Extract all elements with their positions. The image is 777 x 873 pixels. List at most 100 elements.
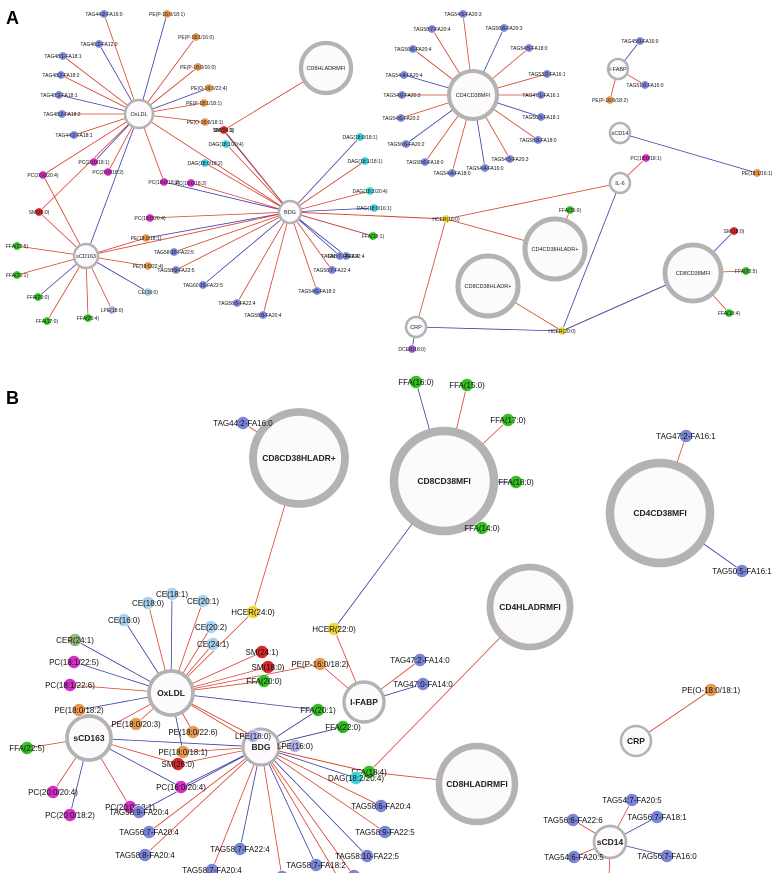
hub-node-i-fabp[interactable]: I-FABP (342, 680, 386, 724)
hub-node-cd8cd38mfi[interactable]: CD8CD38MFI (662, 242, 724, 304)
leaf-node-tag58-7-fa18-2[interactable]: TAG58:7-FA18:2 (286, 858, 346, 872)
leaf-node-pc-18-1-22-6[interactable]: PC(18:1/22:6) (45, 678, 95, 692)
leaf-node-pe-o-16-0-18-1[interactable]: PE(O-16:0/18:1) (187, 117, 224, 127)
leaf-node-tag56-6-fa20-3[interactable]: TAG56:6-FA20:3 (485, 23, 523, 33)
hub-node-cd4cd38hladr[interactable]: CD4CD38HLADR+ (522, 216, 588, 282)
leaf-node-ce-20-2[interactable]: CE(20:2) (195, 620, 227, 634)
hub-node-cd4cd38mfi[interactable]: CD4CD38MFI (446, 68, 500, 122)
leaf-node-sm-24-1[interactable]: SM(24:1) (246, 645, 279, 659)
leaf-node-hcer-20-0[interactable]: HCER(20:0) (548, 326, 576, 336)
leaf-node-sm-24-1[interactable]: SM(24:1) (214, 125, 235, 135)
leaf-node-ce-18-0[interactable]: CE(18:0) (132, 596, 164, 610)
leaf-node-tag60-10-fa22-5[interactable]: TAG60:10-FA22:5 (250, 870, 314, 873)
leaf-node-dag-18-1-18-1[interactable]: DAG(18:1/18:1) (347, 156, 383, 166)
leaf-node-tag54-4-fa16-0[interactable]: TAG54:4-FA16:0 (466, 163, 504, 173)
hub-node-bdg[interactable]: BDG (277, 199, 303, 225)
leaf-node-tag51-0-fa16-0[interactable]: TAG51:0-FA16:0 (626, 80, 664, 90)
leaf-node-tag46-2-fa12-0[interactable]: TAG46:2-FA12:0 (80, 39, 118, 49)
leaf-node-dag-18-0-16-1[interactable]: DAG(18:0/16:1) (356, 203, 392, 213)
leaf-node-ffa-18-1[interactable]: FFA(18:1) (362, 231, 385, 241)
leaf-node-tag56-6-fa20-4[interactable]: TAG56:6-FA20:4 (394, 44, 432, 54)
leaf-node-tag54-7-fa20-5[interactable]: TAG54:7-FA20:5 (602, 793, 662, 807)
hub-node-oxldl[interactable]: OxLDL (123, 98, 155, 130)
leaf-node-tag45-0-fa16-0[interactable]: TAG45:0-FA16:0 (621, 36, 659, 46)
leaf-node-lpe-16-0[interactable]: LPE(16:0) (277, 739, 313, 753)
leaf-node-hcer-24-0[interactable]: HCER(24:0) (231, 605, 275, 619)
leaf-node-pe-o-18-0-18-1[interactable]: PE(O-18:0/18:1) (682, 683, 741, 697)
leaf-node-dag-18-0-18-2[interactable]: DAG(18:0/18:2) (187, 158, 223, 168)
leaf-node-tag54-4-fa20-4[interactable]: TAG54:4-FA20:4 (385, 70, 423, 80)
leaf-node-pe-p-16-0-18-2[interactable]: PE(P-16:0/18:2) (592, 95, 628, 105)
hub-node-cd8cd38hladr[interactable]: CD8CD38HLADR+ (455, 253, 521, 319)
hub-node-scd14[interactable]: sCD14 (592, 824, 628, 860)
leaf-node-tag47-0-fa14-0[interactable]: TAG47:0-FA14:0 (393, 677, 453, 691)
leaf-node-tag58-9-fa22-5[interactable]: TAG58:9-FA22:5 (157, 265, 195, 275)
leaf-node-pe-18-0-22-6[interactable]: PE(18:0/22:6) (168, 725, 218, 739)
leaf-node-pe-18-0-18-1[interactable]: PE(18:0/18:1) (158, 745, 208, 759)
leaf-node-tag44-2-fa16-0[interactable]: TAG44:2-FA16:0 (85, 9, 123, 19)
hub-node-cd8cd38mfi[interactable]: CD8CD38MFI (389, 426, 499, 536)
leaf-node-ffa-18-4[interactable]: FFA(18:4) (351, 765, 387, 779)
leaf-node-tag58-7-fa20-4[interactable]: TAG58:7-FA20:4 (413, 24, 451, 34)
leaf-node-ffa-18-0[interactable]: FFA(18:0) (498, 475, 534, 489)
leaf-node-dag-18-2-20-4[interactable]: DAG(18:2/20:4) (328, 771, 384, 785)
leaf-node-tag56-6-fa22-4[interactable]: TAG56:6-FA22:4 (218, 298, 256, 308)
leaf-node-tag56-5-fa18-1[interactable]: TAG56:5-FA18:1 (522, 112, 560, 122)
leaf-node-sm-26-0[interactable]: SM(26:0) (162, 757, 195, 771)
leaf-node-tag56-7-fa22-4[interactable]: TAG56:7-FA22:4 (313, 265, 351, 275)
hub-node-oxldl[interactable]: OxLDL (147, 669, 195, 717)
leaf-node-tag50-5-fa16-1[interactable]: TAG50:5-FA16:1 (712, 564, 772, 578)
leaf-node-tag58-7-fa22-4[interactable]: TAG58:7-FA22:4 (321, 251, 359, 261)
leaf-node-ffa-20-0[interactable]: FFA(20:0) (246, 674, 282, 688)
leaf-node-ffa-22-5[interactable]: FFA(22:5) (9, 741, 45, 755)
leaf-node-tag58-10-fa22-5[interactable]: TAG58:10-FA22:5 (154, 247, 194, 257)
leaf-node-pe-p-16-0-18-2[interactable]: PE(P-16:0/18:2) (291, 657, 349, 671)
leaf-node-ce-16-0[interactable]: CE(16:0) (108, 613, 140, 627)
leaf-node-tag54-5-fa18-0[interactable]: TAG54:5-FA18:0 (510, 43, 548, 53)
leaf-node-pc-16-0-20-4[interactable]: PC(16:0/20:4) (156, 780, 206, 794)
leaf-node-ffa-22-5[interactable]: FFA(22:5) (6, 241, 29, 251)
leaf-node-tag54-6-fa20-3[interactable]: TAG54:6-FA20:3 (383, 90, 421, 100)
leaf-node-cer-24-1[interactable]: CER(24:1) (56, 633, 94, 647)
leaf-node-lpe-18-0[interactable]: LPE(18:0) (235, 729, 271, 743)
leaf-node-pe-18-0-20-3[interactable]: PE(18:0/20:3) (111, 717, 161, 731)
hub-node-cd8cd38hladr[interactable]: CD8CD38HLADR+ (249, 408, 349, 508)
leaf-node-pe-18-0-18-2[interactable]: PE(18:0/18:2) (54, 703, 104, 717)
leaf-node-tag47-2-fa16-1[interactable]: TAG47:2-FA16:1 (656, 429, 716, 443)
hub-node-cd8hladrmfi[interactable]: CD8HLADRMFI (298, 40, 354, 96)
leaf-node-ffa-15-0[interactable]: FFA(15:0) (559, 205, 582, 215)
leaf-node-dag-18-0-18-1[interactable]: DAG(18:0/18:1) (342, 132, 378, 142)
leaf-node-pe-p-16-0-18-1[interactable]: PE(P-16:0/18:1) (149, 9, 185, 19)
leaf-node-tag54-5-fa20-3[interactable]: TAG54:5-FA20:3 (444, 9, 482, 19)
hub-node-cd4hladrmfi[interactable]: CD4HLADRMFI (486, 563, 574, 651)
leaf-node-pc-20-0-18-1[interactable]: PC(20:0/18:1) (78, 157, 110, 167)
leaf-node-pc-18-1-22-5[interactable]: PC(18:1/22:5) (49, 655, 99, 669)
leaf-node-tag54-6-fa20-5[interactable]: TAG54:6-FA20:5 (544, 850, 604, 864)
leaf-node-sm-18-0[interactable]: SM(18:0) (724, 226, 745, 236)
leaf-node-tag58-6-fa20-4[interactable]: TAG58:6-FA20:4 (351, 799, 411, 813)
hub-node-crp[interactable]: CRP (619, 724, 653, 758)
leaf-node-tag48-2-fa18-2[interactable]: TAG48:2-FA18:2 (43, 109, 81, 119)
leaf-node-tag54-4-fa18-0[interactable]: TAG54:4-FA18:0 (433, 168, 471, 178)
leaf-node-tag56-6-fa22-6[interactable]: TAG56:6-FA22:6 (543, 813, 603, 827)
leaf-node-dag-18-1-20-4[interactable]: DAG(18:1/20:4) (208, 139, 244, 149)
leaf-node-tag47-2-fa14-0[interactable]: TAG47:2-FA14:0 (390, 653, 450, 667)
leaf-node-pc-20-0-20-4[interactable]: PC(20:0/20:4) (27, 170, 59, 180)
leaf-node-tag58-6-fa18-0[interactable]: TAG58:6-FA18:0 (406, 157, 444, 167)
leaf-node-pe-p-18-1-18-1[interactable]: PE(P-18:1/18:1) (186, 98, 222, 108)
leaf-node-pc-20-0-18-2[interactable]: PC(20:0/18:2) (92, 167, 124, 177)
leaf-node-tag54-6-fa18-2[interactable]: TAG54:6-FA18:2 (298, 286, 336, 296)
leaf-node-ffa-20-1[interactable]: FFA(20:1) (300, 703, 336, 717)
leaf-node-ffa-20-5[interactable]: FFA(20:5) (735, 266, 758, 276)
leaf-node-tag56-6-fa20-2[interactable]: TAG56:6-FA20:2 (387, 139, 425, 149)
leaf-node-tag48-1-fa18-1[interactable]: TAG48:1-FA18:1 (44, 51, 82, 61)
leaf-node-pe-18-1-16-1[interactable]: PE(18:1/16:1) (742, 168, 773, 178)
leaf-node-ffa-17-0[interactable]: FFA(17:0) (36, 316, 59, 326)
leaf-node-ffa-15-0[interactable]: FFA(15:0) (449, 378, 485, 392)
leaf-node-ce-18-1[interactable]: CE(18:1) (156, 587, 188, 601)
leaf-node-pe-18-0-22-4[interactable]: PE(18:0/22:4) (133, 261, 164, 271)
hub-node-scd163[interactable]: sCD163 (72, 242, 100, 270)
hub-node-scd163[interactable]: sCD163 (65, 714, 113, 762)
leaf-node-pc-18-0-18-2[interactable]: PC(18:0/18:2) (175, 178, 207, 188)
leaf-node-lpe-18-0[interactable]: LPE(18:0) (101, 305, 124, 315)
